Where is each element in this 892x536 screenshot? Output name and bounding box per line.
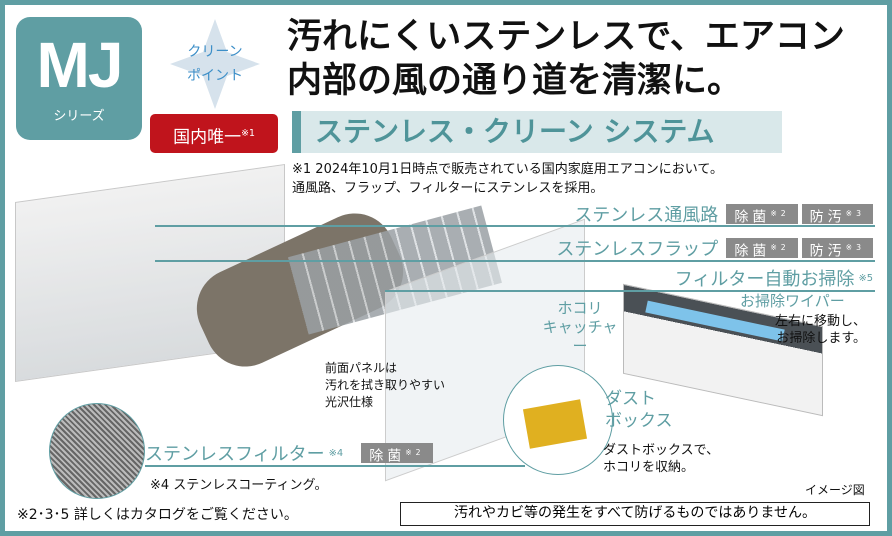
divider [385,290,875,292]
antifouling-tag: 防汚※3 [801,238,873,260]
dust-box-circle [503,365,613,475]
unique-badge: 国内唯一※1 [150,114,278,153]
system-title: ステンレス・クリーン システム [315,115,715,148]
series-title: MJ [36,29,124,101]
headline-line2: 内部の風の通り道を清潔に。 [287,61,743,101]
series-badge: MJ シリーズ [16,17,142,140]
sterilize-tag: 除菌※2 [726,238,798,260]
star-icon [170,19,260,109]
sterilize-tag: 除菌※2 [726,204,798,226]
feature-air-path: ステンレス通風路 除菌※2 防汚※3 [574,203,873,226]
divider [145,465,525,467]
feature-label: ステンレスフラップ [556,239,719,260]
clean-point-line2: ポイント [187,68,243,84]
unique-note: ※1 [241,128,255,139]
sterilize-tag: 除菌※2 [361,443,433,465]
series-subtitle: シリーズ [53,109,105,124]
note1: ※1 2024年10月1日時点で販売されている国内家庭用エアコンにおいて。 通風… [292,160,723,198]
system-title-bar: ステンレス・クリーン システム [292,111,782,153]
divider [155,260,875,262]
dust-box-image [522,399,588,449]
note1-line2: 通風路、フラップ、フィルターにステンレスを採用。 [292,181,604,196]
dust-box-desc: ダストボックスで、ホコリを収納。 [603,443,720,475]
footnote-bottom: ※2･3･5 詳しくはカタログをご覧ください。 [17,507,298,523]
filter-footnote: ※4 ステンレスコーティング。 [150,478,328,493]
clean-point-line1: クリーン [187,44,243,60]
feature-label: ステンレス通風路 [574,205,719,226]
wiper-label: お掃除ワイパー [740,292,845,310]
unique-text: 国内唯一 [173,127,242,148]
feature-flap: ステンレスフラップ 除菌※2 防汚※3 [556,237,873,260]
clean-point-star: クリーン ポイント [165,19,265,109]
feature-auto-clean: フィルター自動お掃除※5 [674,267,873,290]
headline-line1: 汚れにくいステンレスで、エアコン [287,17,845,57]
disclaimer: 汚れやカビ等の発生をすべて防げるものではありません。 [400,502,870,526]
image-note: イメージ図 [805,483,865,497]
stainless-filter-image [49,403,145,499]
dust-catcher-label: ホコリキャッチャー [542,299,618,355]
dust-box-title: ダストボックス [605,389,673,431]
headline: 汚れにくいステンレスで、エアコン 内部の風の通り道を清潔に。 [287,15,845,103]
note1-line1: ※1 2024年10月1日時点で販売されている国内家庭用エアコンにおいて。 [292,162,724,177]
feature-label: フィルター自動お掃除 [674,269,855,290]
antifouling-tag: 防汚※3 [801,204,873,226]
wiper-desc: 左右に移動し、お掃除します。 [775,314,867,346]
front-panel-desc: 前面パネルは汚れを拭き取りやすい光沢仕様 [325,361,446,409]
divider [155,225,875,227]
feature-filter: ステンレスフィルター※4 除菌※2 [145,442,433,465]
